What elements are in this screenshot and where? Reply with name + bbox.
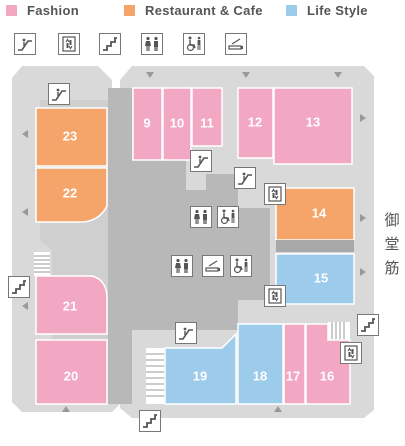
store-unit-label: 17 xyxy=(286,368,300,383)
staircase-south xyxy=(146,348,164,404)
escalator-icon xyxy=(14,33,36,55)
entrance-arrow xyxy=(274,406,282,412)
street-name: 御 堂 筋 xyxy=(382,208,402,280)
central-corridor xyxy=(108,88,270,404)
store-unit-label: 10 xyxy=(170,115,184,130)
store-unit-label: 18 xyxy=(253,368,267,383)
staircase-east xyxy=(328,322,350,340)
store-unit-16[interactable] xyxy=(305,323,351,405)
legend-label: Restaurant & Cafe xyxy=(145,2,263,18)
store-unit-label: 16 xyxy=(320,368,334,383)
stairs-icon xyxy=(99,33,121,55)
legend-item-lifestyle: Life Style xyxy=(286,2,368,18)
store-unit-label: 14 xyxy=(312,205,327,220)
service-block xyxy=(276,240,354,252)
store-unit-label: 21 xyxy=(63,298,77,313)
store-unit-12[interactable] xyxy=(237,87,274,159)
store-unit-label: 15 xyxy=(314,270,328,285)
store-unit-17[interactable] xyxy=(283,323,306,405)
store-unit-label: 13 xyxy=(306,114,320,129)
store-unit-label: 11 xyxy=(200,115,214,130)
stairs-icon xyxy=(8,276,30,298)
store-unit-11[interactable] xyxy=(191,87,223,147)
elevator-icon xyxy=(264,183,286,205)
legend-item-fashion: Fashion xyxy=(6,2,79,18)
entrance-arrow xyxy=(22,208,28,216)
restaurant-swatch xyxy=(124,4,135,16)
entrance-arrow xyxy=(360,214,366,222)
store-unit-label: 19 xyxy=(193,368,207,383)
restroom-icon xyxy=(190,206,212,228)
accessible-restroom-icon xyxy=(230,255,252,277)
legend: Fashion Restaurant & Cafe Life Style xyxy=(0,0,405,22)
street-char: 堂 xyxy=(384,235,400,253)
escalator-icon xyxy=(48,83,70,105)
store-unit-label: 20 xyxy=(64,368,78,383)
store-unit-label: 9 xyxy=(143,115,150,130)
entrance-arrow xyxy=(360,268,366,276)
lifestyle-swatch xyxy=(286,4,297,16)
elevator-icon xyxy=(58,33,80,55)
smoking-area-icon xyxy=(202,255,224,277)
escalator-icon xyxy=(175,322,197,344)
stairs-icon xyxy=(139,410,161,432)
store-unit-label: 23 xyxy=(63,128,77,143)
escalator-icon xyxy=(234,167,256,189)
elevator-icon xyxy=(340,342,362,364)
escalator-icon xyxy=(190,150,212,172)
store-unit-22[interactable] xyxy=(35,167,108,223)
legend-label: Life Style xyxy=(307,2,368,18)
store-unit-23[interactable] xyxy=(35,107,108,167)
accessible-restroom-icon xyxy=(183,33,205,55)
accessible-restroom-icon xyxy=(217,206,239,228)
street-char: 筋 xyxy=(384,259,400,277)
stairs-icon xyxy=(357,314,379,336)
store-unit-13[interactable] xyxy=(273,87,353,165)
street-char: 御 xyxy=(384,211,400,229)
restroom-icon xyxy=(171,255,193,277)
smoking-area-icon xyxy=(225,33,247,55)
store-unit-19[interactable] xyxy=(164,332,237,405)
entrance-arrow xyxy=(22,302,28,310)
entrance-arrow xyxy=(334,72,342,78)
store-unit-21[interactable] xyxy=(35,275,108,335)
entrance-arrow xyxy=(62,406,70,412)
store-unit-20[interactable] xyxy=(35,339,108,405)
store-unit-18[interactable] xyxy=(237,323,284,405)
legend-item-restaurant: Restaurant & Cafe xyxy=(124,2,263,18)
entrance-arrow xyxy=(360,114,366,122)
entrance-arrow xyxy=(146,72,154,78)
elevator-icon xyxy=(264,285,286,307)
store-unit-label: 22 xyxy=(63,185,77,200)
legend-label: Fashion xyxy=(27,2,79,18)
restroom-icon xyxy=(141,33,163,55)
store-unit-9[interactable] xyxy=(132,87,163,161)
entrance-arrow xyxy=(242,72,250,78)
entrance-arrow xyxy=(22,130,28,138)
staircase-west xyxy=(34,252,50,276)
store-unit-label: 12 xyxy=(248,114,262,129)
fashion-swatch xyxy=(6,4,17,16)
